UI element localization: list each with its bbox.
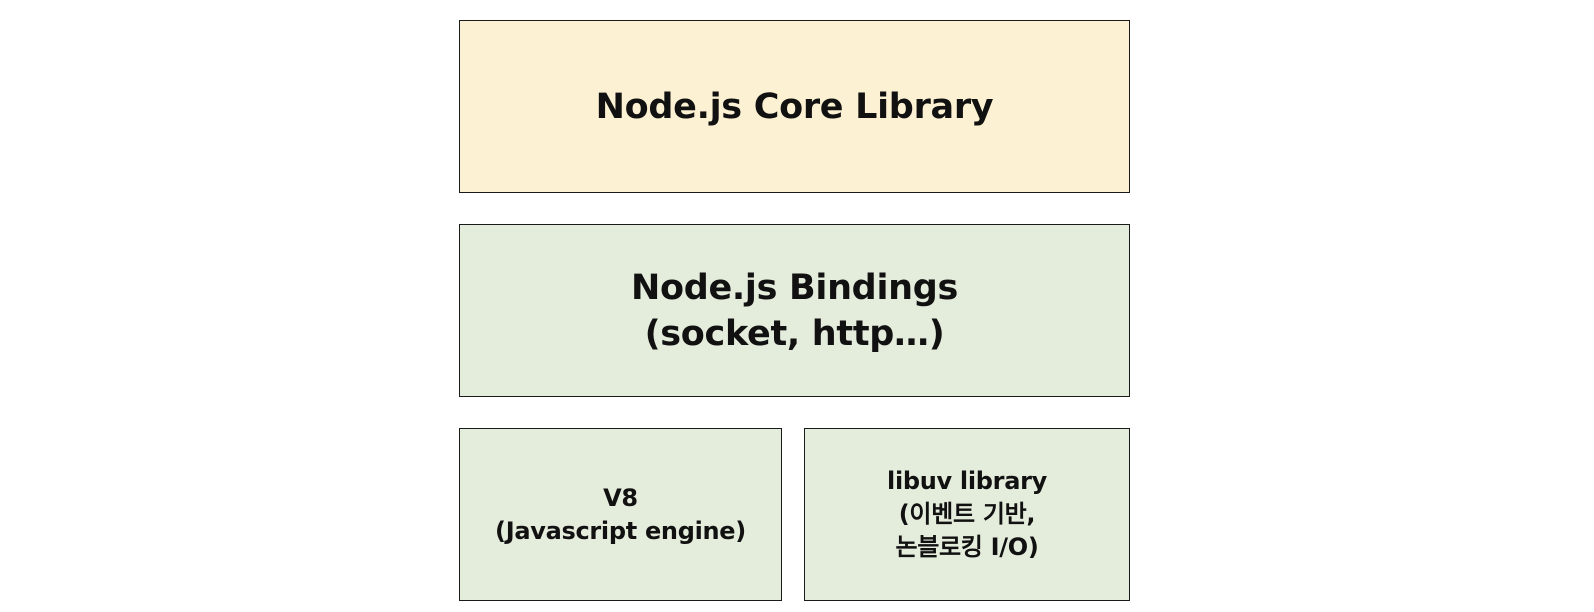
- v8-box: V8 (Javascript engine): [459, 428, 782, 601]
- bindings-text: Node.js Bindings (socket, http…): [631, 265, 958, 357]
- bindings-subtitle: (socket, http…): [644, 313, 945, 354]
- core-library-title: Node.js Core Library: [595, 86, 994, 127]
- libuv-box: libuv library (이벤트 기반, 논블로킹 I/O): [804, 428, 1130, 601]
- v8-title: V8: [603, 483, 638, 512]
- core-library-box: Node.js Core Library: [459, 20, 1130, 193]
- libuv-subtitle-1: (이벤트 기반,: [898, 500, 1036, 528]
- libuv-text: libuv library (이벤트 기반, 논블로킹 I/O): [887, 465, 1047, 564]
- core-library-text: Node.js Core Library: [596, 84, 994, 130]
- v8-text: V8 (Javascript engine): [495, 482, 746, 548]
- libuv-title: libuv library: [887, 467, 1047, 495]
- v8-subtitle: (Javascript engine): [495, 516, 746, 545]
- libuv-subtitle-2: 논블로킹 I/O): [895, 533, 1039, 561]
- bindings-box: Node.js Bindings (socket, http…): [459, 224, 1130, 397]
- bindings-title: Node.js Bindings: [630, 267, 959, 308]
